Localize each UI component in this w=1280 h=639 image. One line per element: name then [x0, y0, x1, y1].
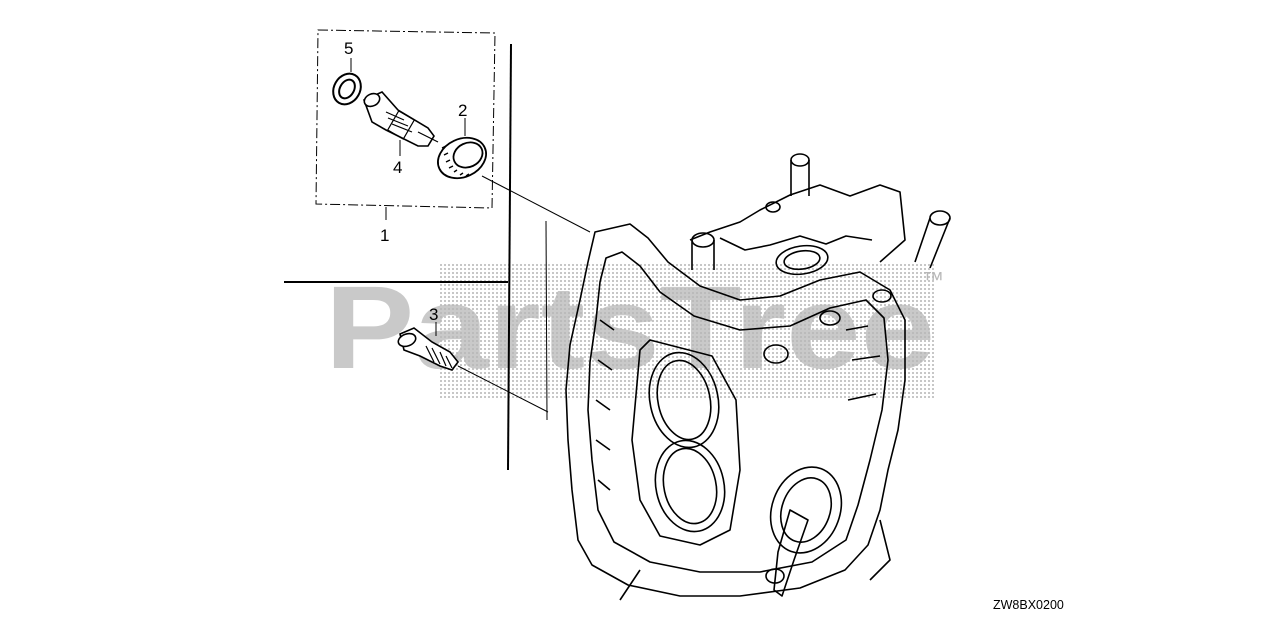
part-bolt — [397, 327, 460, 371]
watermark: PartsTree ™ — [325, 262, 944, 400]
diagram-code: ZW8BX0200 — [993, 598, 1064, 612]
watermark-text: PartsTree — [325, 262, 935, 394]
leader-line-2 — [481, 175, 591, 233]
engine-crankcase — [565, 153, 951, 601]
callout-2: 2 — [458, 101, 467, 120]
reference-line-thin — [545, 220, 548, 421]
part-shaft — [362, 91, 439, 147]
callout-5: 5 — [344, 39, 353, 58]
callout-1: 1 — [380, 226, 389, 245]
reference-line-vertical — [507, 43, 512, 471]
watermark-dot-pattern — [440, 262, 935, 400]
part-seal-ring — [332, 72, 362, 106]
part-gear — [437, 136, 487, 180]
leader-line-3 — [457, 365, 549, 413]
watermark-trademark: ™ — [922, 267, 944, 292]
callout-3: 3 — [429, 305, 438, 324]
callout-4: 4 — [393, 158, 402, 177]
